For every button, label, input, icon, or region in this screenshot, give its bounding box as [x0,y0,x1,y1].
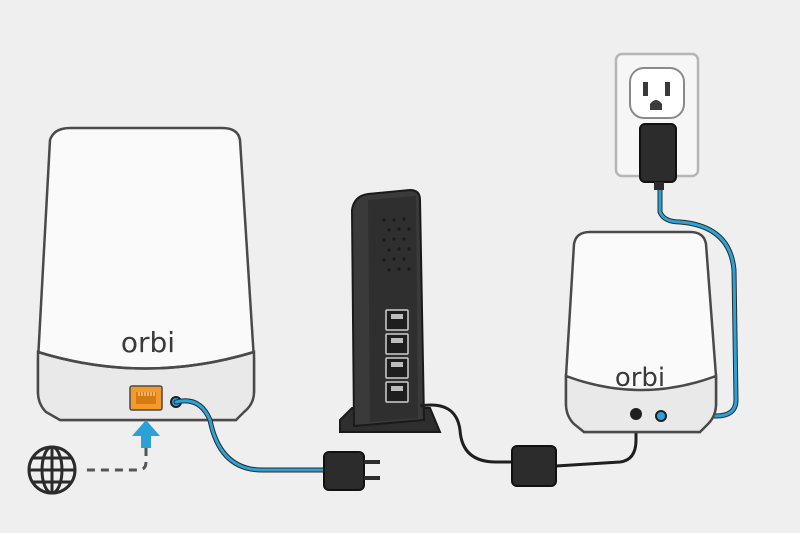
router-brand-label: orbi [121,326,175,359]
modem-vent-grid [382,217,411,272]
satellite-base [564,374,718,434]
arrow-up-icon [132,420,160,448]
black-power-cable-modem [419,403,512,464]
orbi-satellite: orbi [564,230,718,434]
internet-connection-indicator [27,420,160,495]
power-adapter-modem [511,445,557,487]
satellite-power-port [630,408,642,420]
globe-icon [27,445,77,495]
wall-plug-adapter [639,123,677,190]
orbi-router: orbi [36,126,256,422]
satellite-ethernet-jack [655,410,667,422]
black-power-cable-satellite [555,414,638,468]
satellite-brand-label: orbi [615,363,665,393]
ethernet-port-icon [129,385,163,411]
modem [339,188,442,433]
power-adapter-icon [323,451,380,491]
